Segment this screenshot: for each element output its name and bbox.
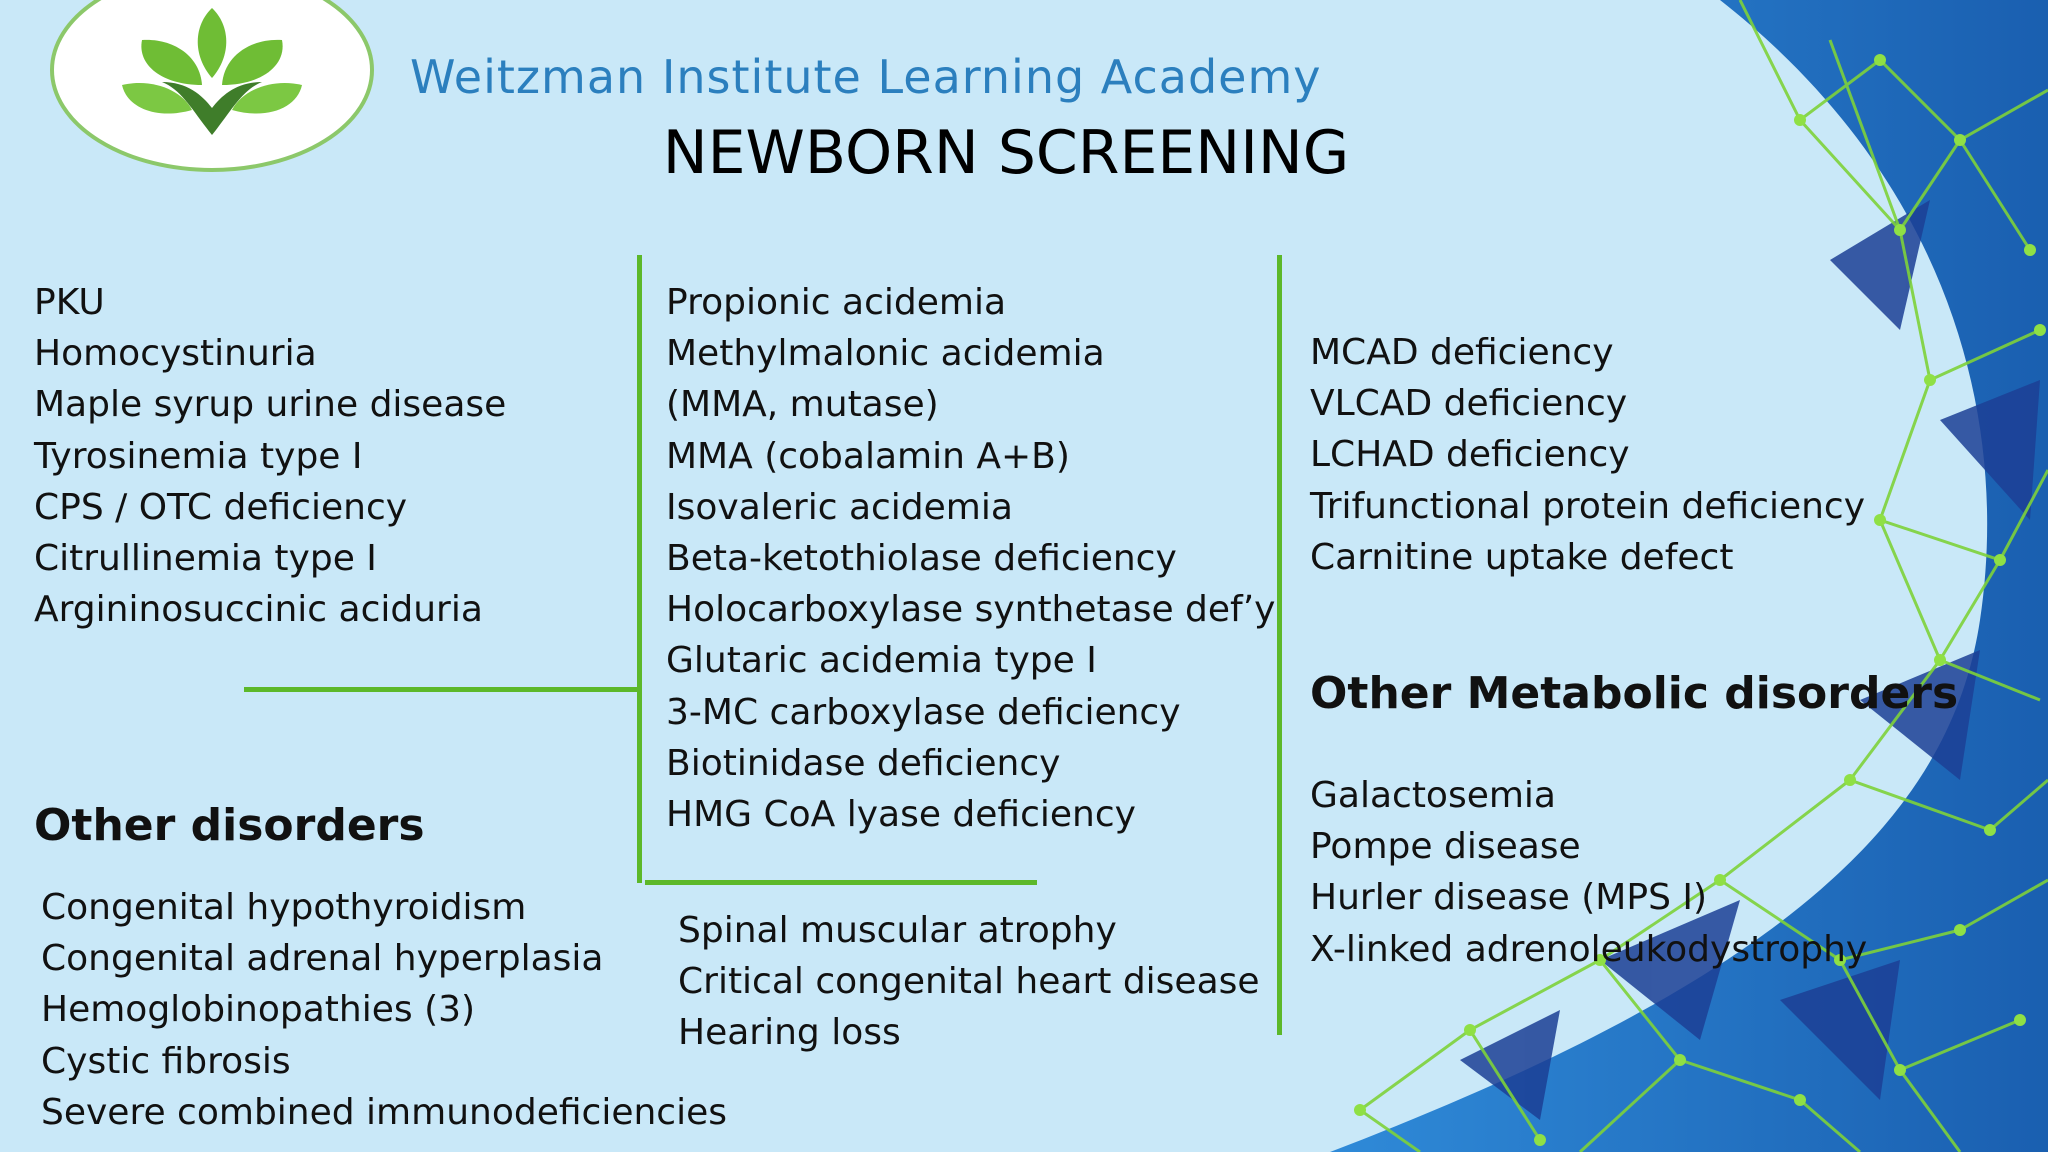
divider-horizontal-left (244, 687, 639, 692)
list-item: Galactosemia (1310, 775, 1556, 816)
list-item: Biotinidase deficiency (666, 742, 1061, 784)
list-item: Argininosuccinic aciduria (34, 589, 483, 631)
list-item: Hurler disease (MPS I) (1310, 877, 1708, 919)
brand-name: Weitzman Institute Learning Academy (410, 50, 1322, 104)
list-item: Cystic fibrosis (41, 1040, 291, 1082)
list-item: Maple syrup urine disease (34, 384, 507, 426)
other-metabolic-heading: Other Metabolic disorders (1310, 668, 1959, 719)
list-item: Holocarboxylase synthetase def’y (666, 589, 1276, 631)
list-item: MMA (cobalamin A+B) (666, 435, 1070, 477)
list-item: Beta-ketothiolase deficiency (666, 538, 1177, 580)
list-item: Trifunctional protein deficiency (1310, 485, 1866, 527)
list-item: HMG CoA lyase deficiency (666, 794, 1136, 836)
list-item: Spinal muscular atrophy (678, 910, 1117, 951)
list-item: (MMA, mutase) (666, 384, 939, 426)
list-item: PKU (34, 282, 105, 323)
list-item: Hemoglobinopathies (3) (41, 989, 476, 1031)
list-item: Propionic acidemia (666, 282, 1007, 323)
other-middle-list: Spinal muscular atrophy Critical congeni… (678, 905, 1260, 1059)
other-disorders-list: Congenital hypothyroidism Congenital adr… (41, 882, 727, 1138)
divider-vertical-left (637, 255, 642, 883)
list-item: Pompe disease (1310, 826, 1581, 868)
list-item: Congenital adrenal hyperplasia (41, 938, 604, 980)
divider-vertical-right (1277, 255, 1282, 1035)
list-item: Hearing loss (678, 1012, 901, 1054)
list-item: 3-MC carboxylase deficiency (666, 691, 1181, 733)
list-item: LCHAD deficiency (1310, 434, 1630, 476)
divider-horizontal-middle (645, 880, 1037, 885)
list-item: Congenital hypothyroidism (41, 887, 527, 928)
list-item: Citrullinemia type I (34, 538, 377, 580)
list-item: Severe combined immunodeficiencies (41, 1091, 727, 1133)
organic-acid-list: Propionic acidemia Methylmalonic acidemi… (666, 277, 1275, 840)
list-item: Homocystinuria (34, 333, 317, 375)
leaf-logo-icon (50, 0, 374, 172)
list-item: Carnitine uptake defect (1310, 536, 1734, 578)
fatty-acid-list: MCAD deficiency VLCAD deficiency LCHAD d… (1310, 327, 1865, 583)
list-item: Methylmalonic acidemia (666, 333, 1105, 375)
list-item: MCAD deficiency (1310, 332, 1614, 373)
list-item: X-linked adrenoleukodystrophy (1310, 928, 1868, 970)
list-item: Critical congenital heart disease (678, 961, 1260, 1003)
list-item: Glutaric acidemia type I (666, 640, 1097, 682)
list-item: CPS / OTC deficiency (34, 486, 408, 528)
other-disorders-heading: Other disorders (34, 800, 425, 851)
list-item: VLCAD deficiency (1310, 383, 1628, 425)
list-item: Tyrosinemia type I (34, 435, 363, 477)
page-title: NEWBORN SCREENING (662, 118, 1350, 188)
amino-urea-list: PKU Homocystinuria Maple syrup urine dis… (34, 277, 506, 635)
other-metabolic-list: Galactosemia Pompe disease Hurler diseas… (1310, 770, 1867, 975)
list-item: Isovaleric acidemia (666, 486, 1013, 528)
